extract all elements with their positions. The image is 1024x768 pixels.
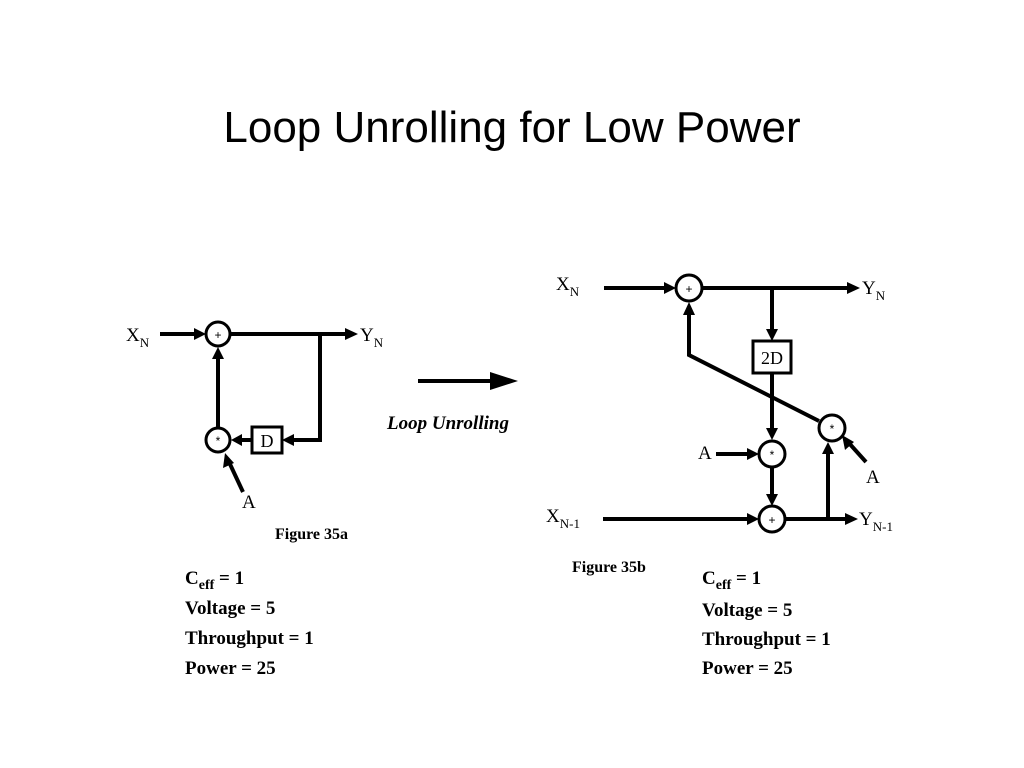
fig-b-stat-throughput: Throughput = 1	[702, 629, 831, 650]
fig-b-delay-label: 2D	[761, 348, 783, 368]
fig-b-stat-voltage: Voltage = 5	[702, 600, 792, 621]
fig-a-input-arrowhead	[194, 328, 206, 340]
figure-35a: XN + YN D * A Figure 35a Ceff = 1 Volta	[126, 320, 384, 679]
fig-a-delay-label: D	[261, 431, 274, 451]
fig-a-adder-symbol: +	[214, 328, 221, 342]
fig-a-feedback-arrowhead	[282, 434, 294, 446]
fig-b-output1-label: YN	[862, 278, 886, 303]
fig-b-top-adder-symbol: +	[685, 282, 692, 296]
fig-a-coef-wire	[227, 461, 245, 493]
fig-b-stat-power: Power = 25	[702, 658, 793, 679]
fig-a-input-label: XN	[126, 325, 150, 350]
fig-b-diagonal-wire	[687, 314, 820, 423]
fig-b-coef-right-arrowhead	[842, 435, 854, 450]
fig-b-tap-arrowhead	[766, 329, 778, 341]
fig-b-coef-left-label: A	[698, 443, 712, 464]
fig-a-multiplier-symbol: *	[216, 434, 221, 448]
figure-35b: XN + YN 2D * A XN-1 +	[546, 273, 893, 679]
transform-arrowhead	[490, 372, 518, 390]
fig-b-diagonal-arrowhead	[683, 302, 695, 315]
fig-b-delay-block	[751, 339, 793, 375]
fig-b-right-multiplier-symbol: *	[830, 422, 835, 436]
fig-b-bottom-adder-symbol: +	[768, 513, 775, 527]
slide-title: Loop Unrolling for Low Power	[223, 103, 801, 152]
fig-a-caption: Figure 35a	[275, 526, 348, 543]
fig-b-output2-label: YN-1	[859, 509, 893, 534]
fig-a-coef-arrowhead	[223, 453, 234, 468]
fig-b-delay-out-arrowhead	[766, 428, 778, 440]
fig-b-output1-arrowhead	[847, 282, 860, 294]
fig-b-caption: Figure 35b	[572, 559, 646, 576]
transform-label: Loop Unrolling	[386, 413, 509, 434]
fig-a-feedback-wire	[290, 334, 322, 442]
fig-b-output2-arrowhead	[845, 513, 858, 525]
fig-b-feedback-up-arrowhead	[822, 442, 834, 454]
fig-b-input2-arrowhead	[747, 513, 759, 525]
fig-b-stat-ceff: Ceff = 1	[702, 568, 761, 593]
fig-b-right-multiplier	[817, 413, 847, 443]
fig-b-input1-arrowhead	[664, 282, 676, 294]
fig-a-stat-voltage: Voltage = 5	[185, 598, 275, 619]
fig-b-mid-multiplier-symbol: *	[770, 448, 775, 462]
fig-b-coef-right-label: A	[866, 467, 880, 488]
fig-b-coef-right-wire	[846, 440, 868, 464]
fig-b-input2-label: XN-1	[546, 506, 580, 531]
fig-a-stat-ceff: Ceff = 1	[185, 568, 244, 593]
transform-arrow: Loop Unrolling	[386, 372, 518, 434]
fig-b-coef-left-arrowhead	[747, 448, 759, 460]
fig-b-input1-label: XN	[556, 274, 580, 299]
fig-a-coef-label: A	[242, 492, 256, 513]
fig-a-mult-to-adder-arrowhead	[212, 347, 224, 359]
fig-b-mult-to-adder-arrowhead	[766, 494, 778, 506]
fig-a-output-arrowhead	[345, 328, 358, 340]
fig-a-output-label: YN	[360, 325, 384, 350]
fig-a-delay-arrowhead	[231, 434, 242, 446]
fig-a-stat-power: Power = 25	[185, 658, 276, 679]
fig-a-stat-throughput: Throughput = 1	[185, 628, 314, 649]
